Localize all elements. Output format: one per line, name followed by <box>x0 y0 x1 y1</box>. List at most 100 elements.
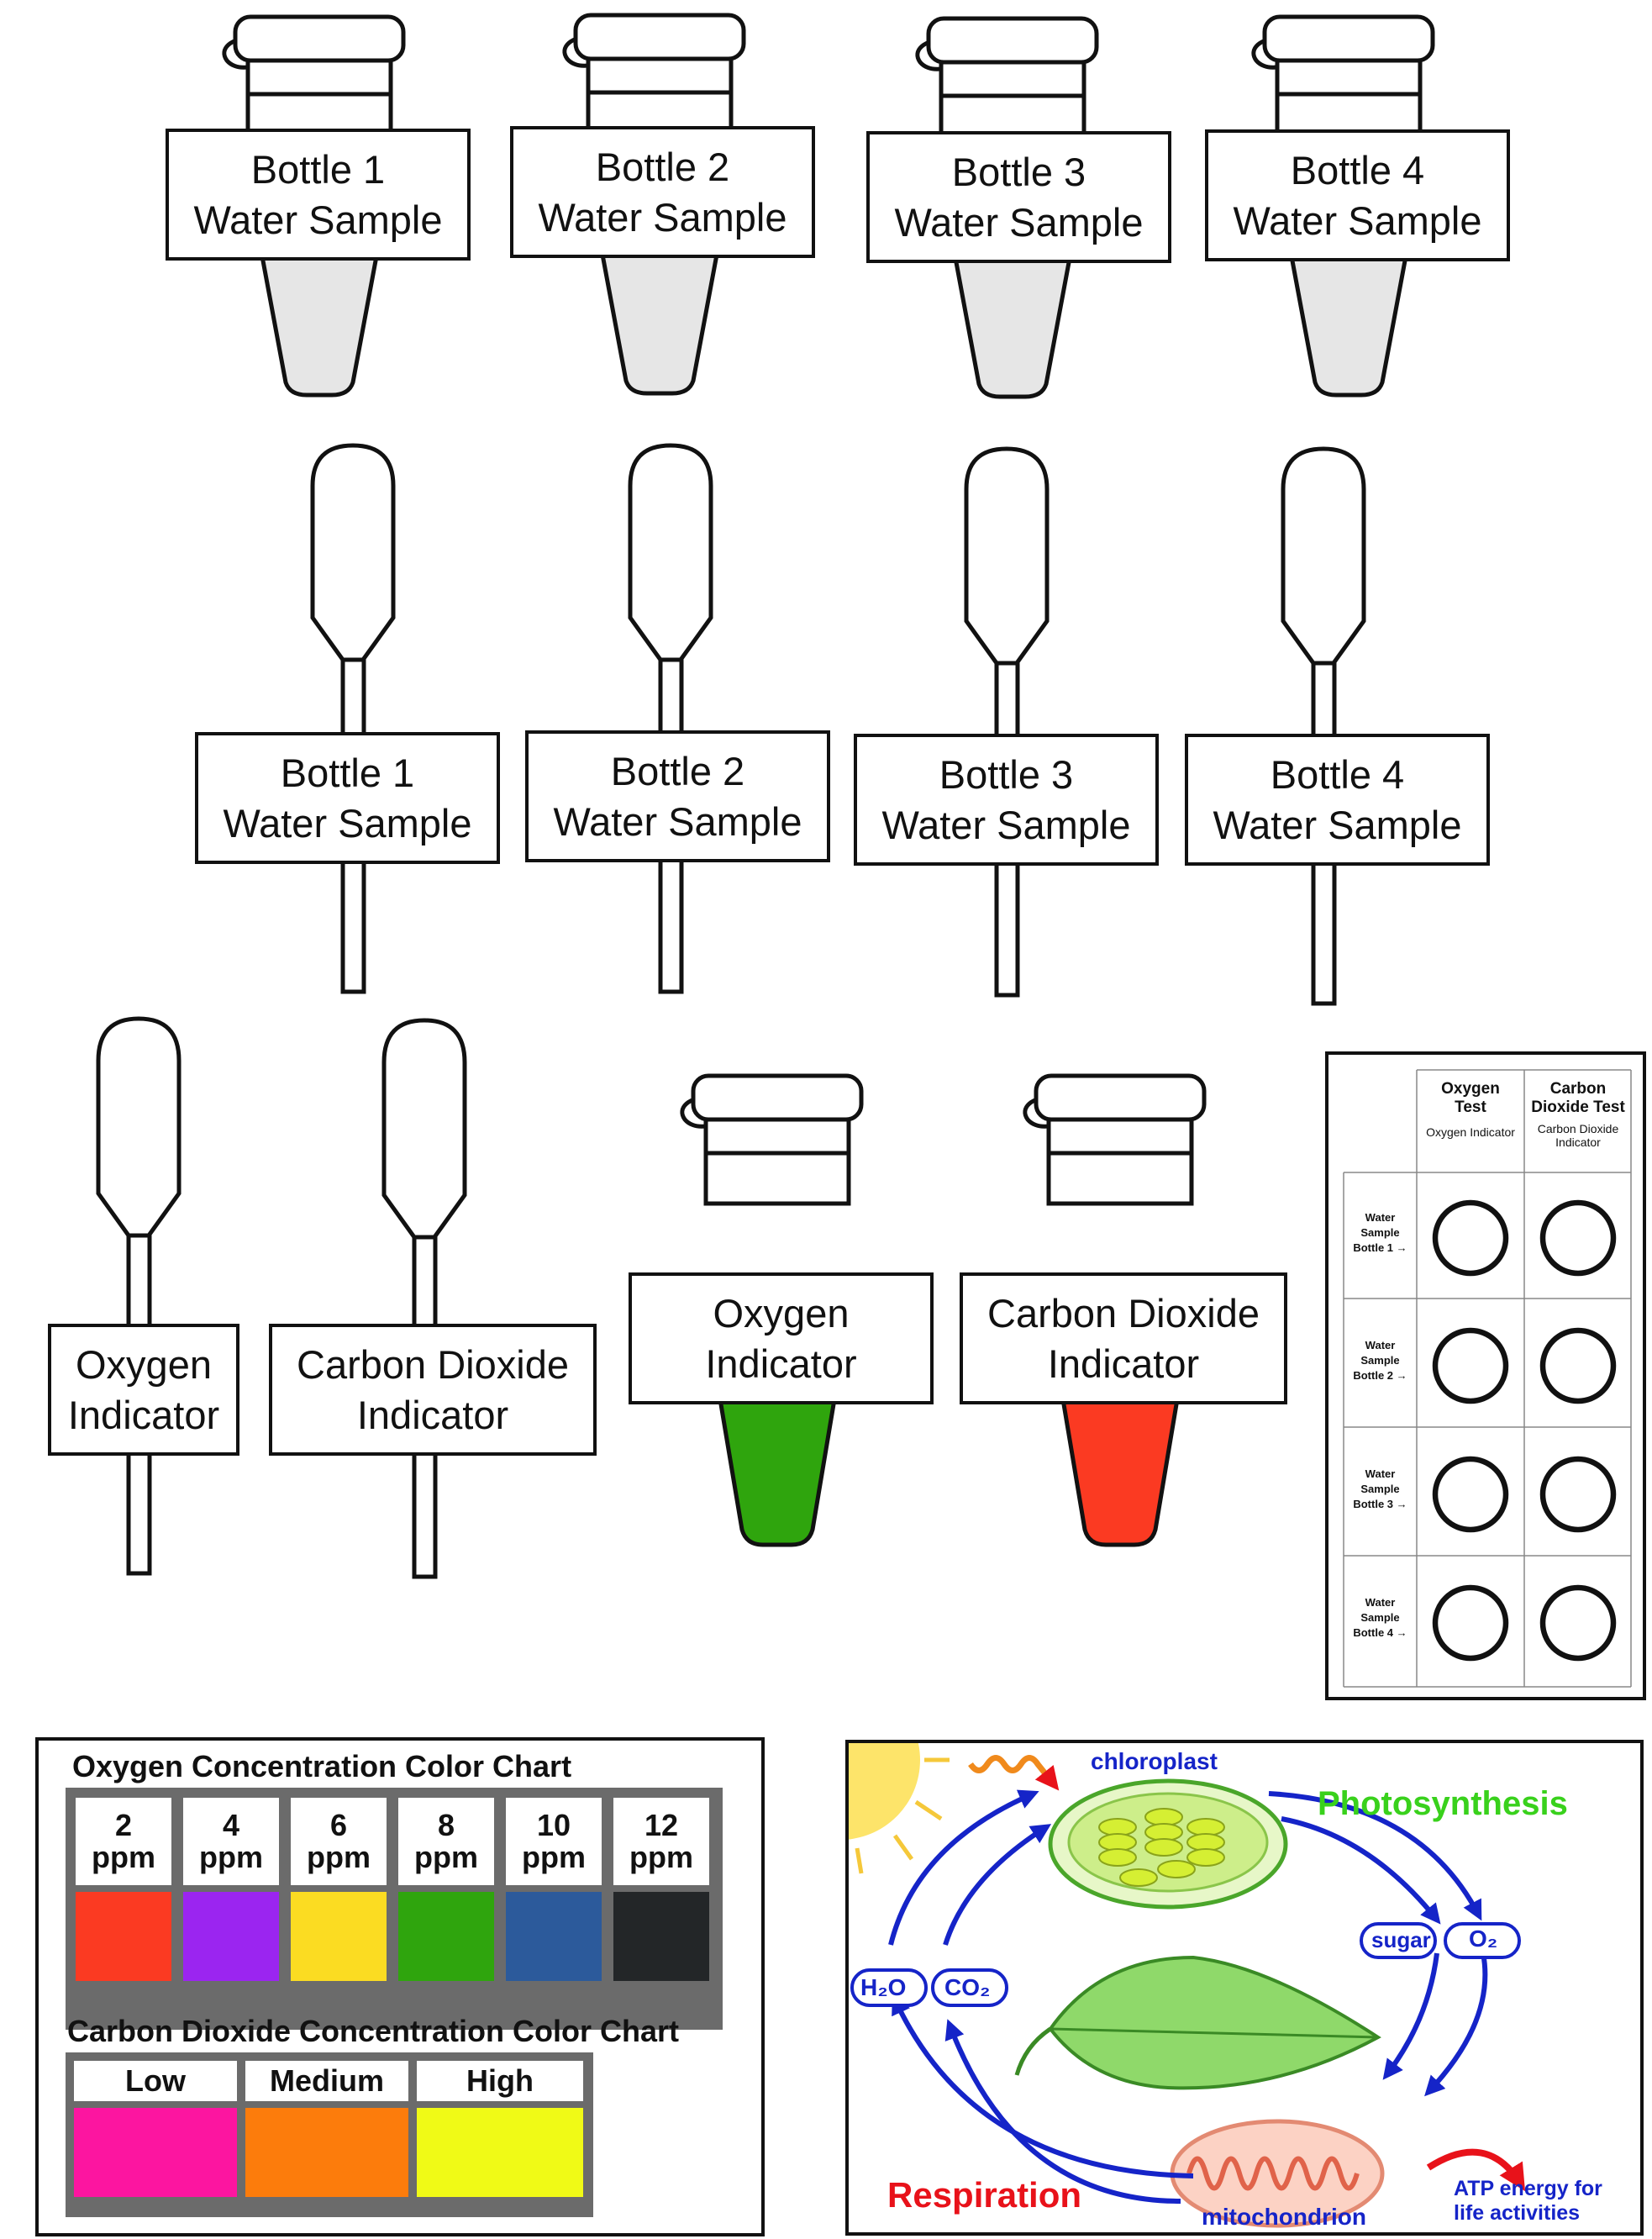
oxygen-test-title: Oxygen Test <box>1441 1080 1500 1116</box>
sun-icon <box>849 1743 950 1874</box>
label-line: Bottle 1 <box>280 750 415 795</box>
sample-pipette-label-4: Bottle 4 Water Sample <box>1185 734 1490 866</box>
co2-swatch-low <box>74 2108 237 2197</box>
label-line: Bottle 3 <box>951 149 1086 194</box>
chloroplast-icon <box>1048 1778 1288 1910</box>
results-row-label-4: Water Sample Bottle 4 → <box>1353 1596 1407 1640</box>
co2-test-sub: Carbon Dioxide Indicator <box>1537 1121 1619 1149</box>
label-line: Water Sample <box>538 194 787 240</box>
co2-test-title: Carbon Dioxide Test <box>1531 1080 1625 1116</box>
co2-chart-title: Carbon Dioxide Concentration Color Chart <box>67 2014 680 2048</box>
swatch-value: 6 <box>329 1808 348 1843</box>
sample-tube-3 <box>918 18 1097 399</box>
swatch-value: 2 <box>114 1808 133 1843</box>
sample-bottle-label-1: Bottle 1 Water Sample <box>166 129 471 261</box>
label-line: Carbon Dioxide <box>987 1290 1260 1335</box>
label-line: Bottle 3 <box>939 751 1074 797</box>
sample-tube-1 <box>224 17 403 398</box>
swatch-value: 8 <box>437 1808 455 1843</box>
oxygen-pipette-label: Oxygen Indicator <box>48 1324 239 1456</box>
sample-pipette-label-3: Bottle 3 Water Sample <box>854 734 1159 866</box>
leaf-icon <box>1014 1955 1381 2090</box>
swatch-unit: ppm <box>92 1840 155 1874</box>
swatch-value: 10 <box>536 1808 571 1843</box>
label-line: Indicator <box>705 1341 857 1386</box>
swatch-value: 4 <box>222 1808 240 1843</box>
label-line: Water Sample <box>223 800 472 846</box>
co2-test-header: Carbon Dioxide Test Carbon Dioxide Indic… <box>1524 1080 1632 1149</box>
oxygen-swatch-12 <box>613 1892 709 1981</box>
co2-swatch-medium <box>245 2108 408 2197</box>
sample-bottle-label-4: Bottle 4 Water Sample <box>1205 129 1510 261</box>
oxygen-bottle-label: Oxygen Indicator <box>629 1272 934 1404</box>
atp-label-line2: life activities <box>1454 2200 1581 2225</box>
label-line: Water Sample <box>1213 802 1462 847</box>
label-line: Water Sample <box>553 798 802 844</box>
chloroplast-label: chloroplast <box>1091 1748 1218 1774</box>
label-line: Oxygen <box>76 1341 212 1387</box>
co2-pipette-label: Carbon Dioxide Indicator <box>269 1324 597 1456</box>
atp-label-line1: ATP energy for <box>1454 2177 1602 2200</box>
indicator-tube-co2 <box>1025 1076 1204 1547</box>
swatch-unit: ppm <box>199 1840 263 1874</box>
label-line: Bottle 1 <box>250 146 386 192</box>
sample-pipettes-art <box>310 443 1366 1006</box>
swatch-value: 12 <box>644 1808 679 1843</box>
label-line: Bottle 2 <box>610 748 745 793</box>
oxygen-test-sub: Oxygen Indicator <box>1426 1125 1515 1139</box>
sample-pipette-label-2: Bottle 2 Water Sample <box>525 730 830 862</box>
oxygen-swatch-8 <box>398 1892 494 1981</box>
molecule-pills <box>850 1922 1521 2007</box>
label-line: Water Sample <box>894 199 1144 245</box>
respiration-label: Respiration <box>887 2175 1082 2215</box>
sample-tube-2 <box>565 15 744 396</box>
swatch-unit: ppm <box>414 1840 478 1874</box>
photosynthesis-label: Photosynthesis <box>1318 1785 1568 1822</box>
swatch-unit: ppm <box>522 1840 586 1874</box>
indicator-pipettes-art <box>96 1016 467 1579</box>
label-line: Carbon Dioxide <box>297 1341 569 1387</box>
label-line: Bottle 2 <box>595 144 730 189</box>
label-line: Water Sample <box>881 802 1131 847</box>
co2-bottle-label: Carbon Dioxide Indicator <box>960 1272 1287 1404</box>
label-line: Water Sample <box>193 197 443 242</box>
oxygen-swatch-4 <box>183 1892 279 1981</box>
atp-arrow <box>1426 2148 1526 2192</box>
h2o-label: H₂O <box>860 1974 907 2000</box>
cycle-artwork <box>849 1743 1526 2228</box>
result-circles <box>1432 1199 1617 1662</box>
sample-bottle-label-2: Bottle 2 Water Sample <box>510 126 815 258</box>
co2-label: CO₂ <box>944 1974 991 2000</box>
label-line: Indicator <box>356 1392 509 1437</box>
label-line: Bottle 4 <box>1290 147 1425 192</box>
indicator-tube-oxygen <box>682 1076 861 1547</box>
results-row-label-3: Water Sample Bottle 3 → <box>1353 1467 1407 1511</box>
swatch-unit: ppm <box>307 1840 371 1874</box>
oxygen-swatch-6 <box>291 1892 387 1981</box>
co2-swatch-label-high: High <box>417 2061 583 2101</box>
sample-tube-4 <box>1254 17 1433 398</box>
sample-pipette-label-1: Bottle 1 Water Sample <box>195 732 500 864</box>
swatch-label: Medium <box>269 2063 384 2099</box>
oxygen-chart-title: Oxygen Concentration Color Chart <box>72 1749 572 1783</box>
sugar-label: sugar <box>1371 1927 1431 1952</box>
swatch-unit: ppm <box>629 1840 693 1874</box>
results-row-label-2: Water Sample Bottle 2 → <box>1353 1339 1407 1383</box>
atp-label: ATP energy for life activities <box>1454 2177 1602 2226</box>
results-row-label-1: Water Sample Bottle 1 → <box>1353 1211 1407 1255</box>
label-line: Bottle 4 <box>1270 751 1405 797</box>
cycle-arrows <box>888 1789 1488 2204</box>
results-table: Oxygen Test Oxygen Indicator Carbon Diox… <box>1325 1051 1646 1700</box>
label-line: Indicator <box>67 1392 220 1437</box>
light-arrow <box>968 1755 1060 1791</box>
results-grid <box>1343 1069 1632 1688</box>
co2-swatch-label-low: Low <box>74 2061 237 2101</box>
mitochondrion-icon <box>1170 2119 1385 2228</box>
